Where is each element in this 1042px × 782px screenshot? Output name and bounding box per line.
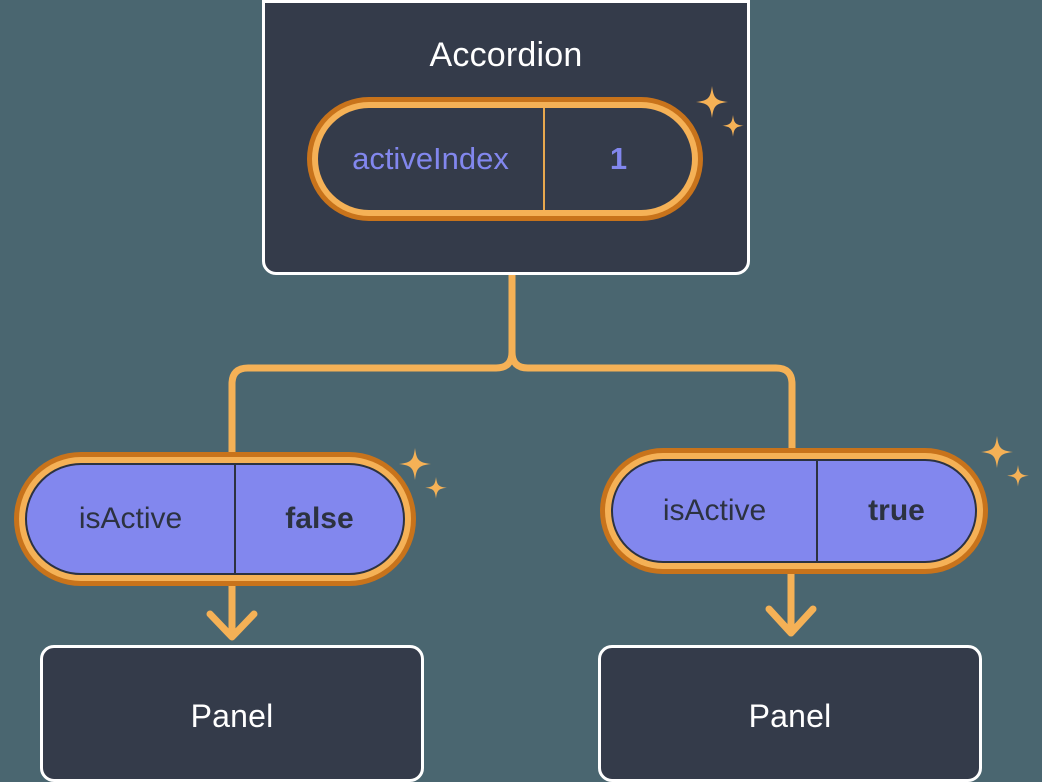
panel-component-right[interactable]: Panel (598, 645, 982, 782)
state-pill-isactive-true[interactable]: isActive true (600, 448, 988, 574)
edge-right-arrow-head (765, 605, 817, 637)
sparkle-small-icon (425, 477, 447, 499)
panel-title-left: Panel (190, 698, 274, 734)
edge-left-arrow-head (206, 610, 258, 641)
state-value-isactive-left: false (234, 465, 403, 573)
pill-content: isActive false (25, 463, 405, 575)
panel-component-left[interactable]: Panel (40, 645, 424, 782)
sparkle-large-icon (399, 448, 431, 480)
pill-inner-ring: activeIndex 1 (312, 102, 698, 216)
sparkle-large-icon (981, 436, 1013, 468)
state-pill-activeindex[interactable]: activeIndex 1 (307, 97, 703, 221)
pill-inner-ring: isActive false (19, 457, 411, 581)
pill-inner-ring: isActive true (605, 453, 983, 569)
pill-content: isActive true (611, 459, 977, 563)
panel-title-right: Panel (748, 698, 832, 734)
edge-root-split (228, 271, 796, 470)
state-value-activeindex: 1 (543, 108, 692, 210)
pill-content: activeIndex 1 (318, 108, 692, 210)
state-value-isactive-right: true (816, 461, 975, 561)
state-key-activeindex: activeIndex (352, 141, 509, 176)
state-pill-isactive-false[interactable]: isActive false (14, 452, 416, 586)
sparkle-small-icon (1007, 465, 1029, 487)
state-key-isactive-left: isActive (78, 502, 183, 535)
accordion-title: Accordion (429, 36, 583, 74)
state-key-isactive-right: isActive (662, 494, 767, 527)
